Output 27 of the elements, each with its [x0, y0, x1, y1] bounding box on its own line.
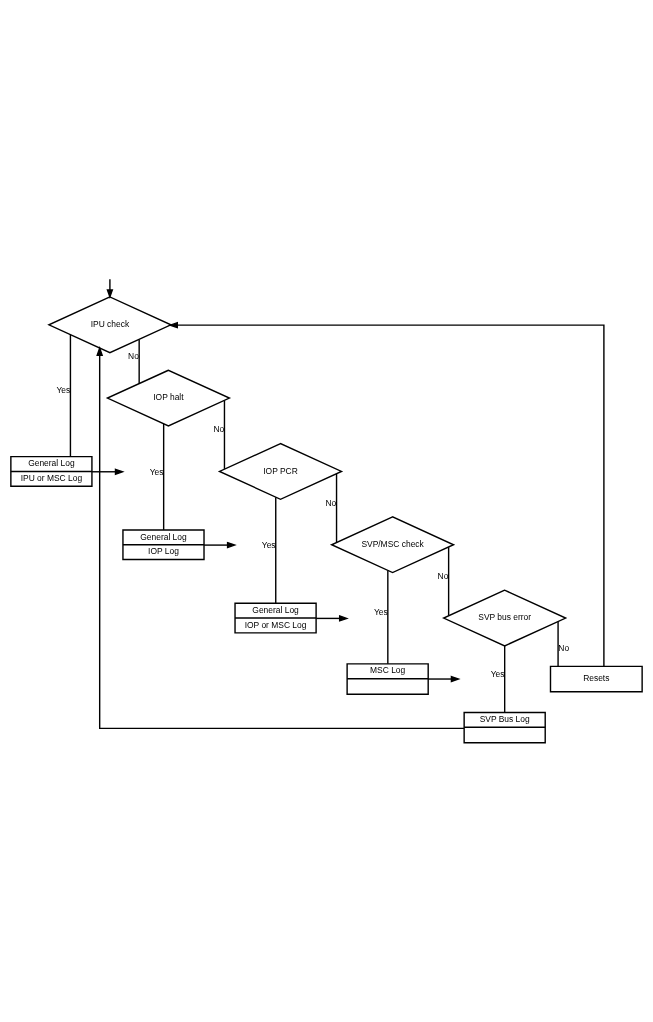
node-diamond: IOP PCR	[217, 442, 344, 501]
edge-label: Yes	[490, 668, 505, 679]
node-box: Resets	[549, 665, 643, 693]
arrow	[203, 541, 237, 549]
connector	[387, 569, 389, 665]
edge-label: Yes	[149, 466, 164, 477]
arrow	[168, 321, 605, 667]
connector	[69, 333, 72, 458]
connector	[335, 473, 338, 543]
connector	[223, 399, 226, 470]
arrow	[106, 278, 114, 300]
arrow	[91, 468, 125, 476]
arrow	[315, 614, 349, 622]
connector	[162, 423, 165, 531]
edge-label: Yes	[261, 539, 276, 550]
connector	[275, 496, 277, 604]
connector	[138, 338, 140, 385]
connector	[557, 620, 559, 667]
node-diamond: IOP halt	[105, 369, 232, 427]
node-diamond: SVP/MSC check	[329, 516, 456, 574]
edge-label: No	[213, 424, 225, 435]
connector	[503, 645, 506, 713]
edge-label: No	[128, 351, 139, 362]
connector	[447, 546, 450, 617]
edge-label: Yes	[56, 385, 71, 396]
arrow	[427, 675, 461, 683]
arrow	[96, 346, 465, 730]
